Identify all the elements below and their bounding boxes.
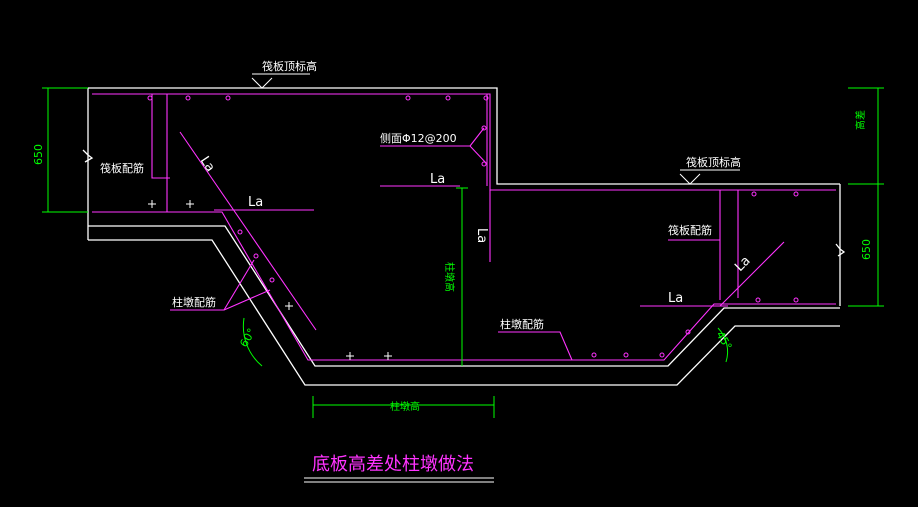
la-labels: La La La La La La — [197, 154, 754, 306]
side-rebar-leader — [380, 145, 488, 165]
pier-rebar-left-label: 柱墩配筋 — [172, 295, 216, 309]
la-label-vertical: La — [474, 228, 489, 243]
pier-height-vertical-label: 柱墩高 — [443, 262, 456, 292]
rebar-crosses — [148, 200, 392, 360]
caption-underline — [304, 477, 494, 483]
la-label-right-diag: La — [732, 253, 753, 274]
bottom-outer-line — [88, 239, 840, 386]
pier-rebar-bottom-label: 柱墩配筋 — [500, 317, 544, 331]
angle-left-label: 60° — [237, 326, 258, 349]
pier-height-horizontal-label: 柱墩高 — [390, 400, 420, 413]
bottom-inner-line — [88, 225, 840, 367]
la-label-right: La — [668, 291, 683, 306]
rebar-group — [92, 93, 836, 361]
la-label-mid: La — [430, 172, 445, 187]
left-diagonal-bar — [179, 131, 317, 331]
top-rebar — [92, 93, 836, 191]
break-mark-left — [82, 149, 94, 163]
dimension-labels: 650 650 高差 柱墩高 柱墩高 60° 45° — [32, 110, 873, 413]
side-rebar-label: 侧面Φ12@200 — [380, 132, 457, 145]
raft-top-elev-lower-label: 筏板顶标高 — [686, 155, 741, 169]
bottom-rebar — [92, 211, 836, 361]
right-diagonal-bar — [719, 241, 785, 307]
dimension-lines — [42, 87, 884, 418]
raft-top-elev-upper-label: 筏板顶标高 — [262, 59, 317, 73]
side-rebar-leader2 — [469, 127, 485, 147]
break-mark-right — [835, 243, 846, 257]
caption-title: 底板高差处柱墩做法 — [312, 454, 474, 475]
raft-rebar-right-label: 筏板配筋 — [668, 223, 712, 237]
raft-top-line — [88, 87, 840, 185]
raft-rebar-left-label: 筏板配筋 — [100, 161, 144, 175]
la-label-left-diag: La — [197, 154, 218, 175]
dim-right-650: 650 — [860, 239, 873, 260]
la-label-left: La — [248, 195, 263, 210]
elevation-markers — [251, 73, 740, 185]
rebar-dots — [147, 95, 799, 358]
pier-leader-left2 — [223, 289, 271, 311]
concrete-outline — [82, 87, 846, 386]
height-diff-label: 高差 — [854, 110, 867, 130]
angle-right-label: 45° — [713, 329, 734, 352]
left-leader — [151, 94, 170, 179]
text-labels: 筏板顶标高 筏板顶标高 侧面Φ12@200 筏板配筋 筏板配筋 柱墩配筋 柱墩配… — [100, 59, 741, 331]
dim-left-650: 650 — [32, 144, 45, 165]
pier-leader-bottom — [498, 331, 573, 361]
